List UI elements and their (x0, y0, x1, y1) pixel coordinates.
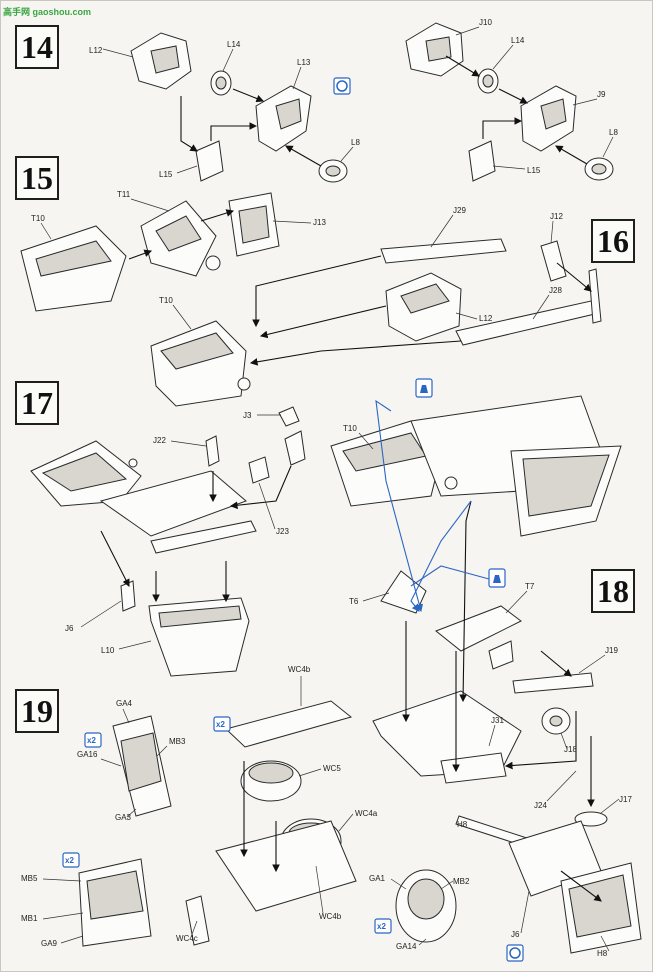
label-WC4b-top: WC4b (288, 665, 311, 674)
step-14-number: 14 (15, 25, 59, 69)
multiplier-badge: x2 (213, 716, 231, 732)
step-17-assembly (30, 406, 306, 677)
label-GA4: GA4 (116, 699, 133, 708)
label-WC5: WC5 (323, 764, 341, 773)
svg-text:x2: x2 (87, 736, 96, 745)
svg-text:x2: x2 (377, 922, 386, 931)
step-17-number: 17 (15, 381, 59, 425)
label-MB1: MB1 (21, 914, 38, 923)
glue-icon (488, 568, 506, 588)
step-16-number: 16 (591, 219, 635, 263)
step-19-labels: GA4 MB3 GA16 GA3 MB5 MB1 GA9 WC4b WC5 WC… (21, 665, 610, 958)
label-L12-step16: L12 (479, 314, 493, 323)
svg-text:x2: x2 (65, 856, 74, 865)
label-L8: L8 (351, 138, 360, 147)
watermark: 高手网 gaoshou.com (3, 7, 92, 17)
label-GA16: GA16 (77, 750, 98, 759)
label-J12: J12 (550, 212, 563, 221)
label-GA14: GA14 (396, 942, 417, 951)
label-T7: T7 (525, 582, 535, 591)
label-L13: L13 (297, 58, 311, 67)
step-14-left-labels: L12 L14 L13 L8 L15 (89, 40, 360, 179)
label-J28: J28 (549, 286, 562, 295)
label-J18: J18 (564, 745, 577, 754)
step-16-assembly (150, 238, 602, 407)
label-GA9: GA9 (41, 939, 58, 948)
label-GA1: GA1 (369, 874, 386, 883)
label-L15-right: L15 (527, 166, 541, 175)
label-L12: L12 (89, 46, 103, 55)
step-14-left-assembly (130, 32, 348, 183)
label-J29: J29 (453, 206, 466, 215)
ship-wheel-icon (506, 944, 524, 962)
multiplier-badge: x2 (62, 852, 80, 868)
label-J6: J6 (65, 624, 74, 633)
label-L14: L14 (227, 40, 241, 49)
label-MB3: MB3 (169, 737, 186, 746)
glue-icon (415, 378, 433, 398)
label-T10-step18: T10 (343, 424, 357, 433)
step-15-assembly (20, 192, 280, 312)
label-J31: J31 (491, 716, 504, 725)
multiplier-badge: x2 (84, 732, 102, 748)
label-J3: J3 (243, 411, 252, 420)
label-L15: L15 (159, 170, 173, 179)
label-MB2: MB2 (453, 877, 470, 886)
step-14-right-assembly (405, 22, 614, 182)
label-WC4a: WC4a (355, 809, 378, 818)
step-18-number: 18 (591, 569, 635, 613)
step-17-labels: J3 J22 J23 J6 L10 (65, 411, 289, 655)
label-J23: J23 (276, 527, 289, 536)
label-H8-rod: H8 (457, 820, 468, 829)
label-T10: T10 (31, 214, 45, 223)
label-J17: J17 (619, 795, 632, 804)
step-19-number: 19 (15, 689, 59, 733)
svg-text:x2: x2 (216, 720, 225, 729)
label-H8-frame: H8 (597, 949, 608, 958)
label-T6: T6 (349, 597, 359, 606)
step-19-assembly (78, 700, 642, 954)
label-L8-right: L8 (609, 128, 618, 137)
label-J6-step19: J6 (511, 930, 520, 939)
label-GA3: GA3 (115, 813, 132, 822)
label-WC4b-bottom: WC4b (319, 912, 342, 921)
label-J9: J9 (597, 90, 606, 99)
step-18-assembly (330, 395, 622, 827)
label-WC4c: WC4c (176, 934, 198, 943)
step-15-number: 15 (15, 156, 59, 200)
step-14-right-labels: J10 L14 J9 L8 L15 (455, 18, 618, 175)
label-J24: J24 (534, 801, 547, 810)
label-J19: J19 (605, 646, 618, 655)
label-L14-right: L14 (511, 36, 525, 45)
multiplier-badge: x2 (374, 918, 392, 934)
label-T10-step16: T10 (159, 296, 173, 305)
label-J10: J10 (479, 18, 492, 27)
label-J13: J13 (313, 218, 326, 227)
ship-wheel-icon (333, 77, 351, 95)
label-J22: J22 (153, 436, 166, 445)
step-15-16-labels: T11 T10 J13 J29 J12 J28 L12 T10 (31, 190, 563, 330)
label-T11: T11 (117, 190, 131, 199)
label-L10: L10 (101, 646, 115, 655)
step-18-labels: T10 T6 T7 J19 J31 J18 J24 J17 (343, 424, 632, 814)
label-MB5: MB5 (21, 874, 38, 883)
